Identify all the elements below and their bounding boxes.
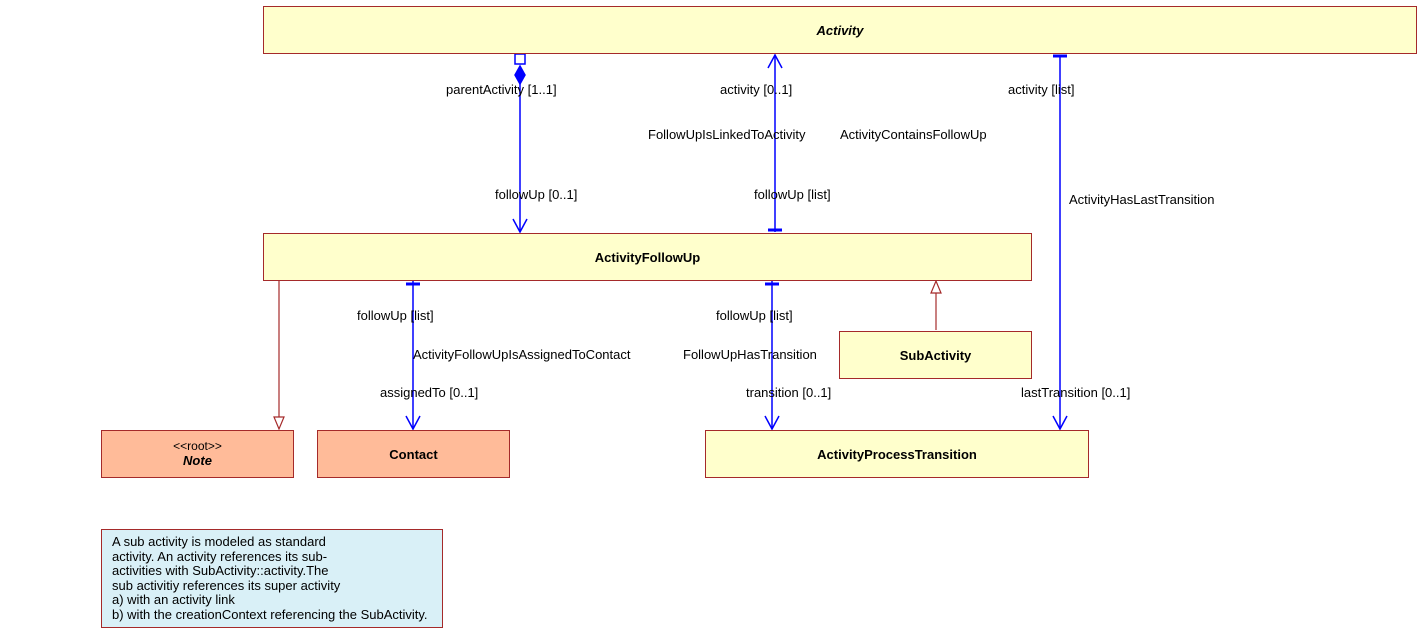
association-has-transition [764,281,780,431]
class-sub-activity[interactable]: SubActivity [839,331,1032,379]
generalization-subactivity-followup [930,279,942,330]
role-parent-activity: parentActivity [1..1] [446,82,557,97]
comment-line: a) with an activity link [112,592,235,607]
class-note-stereotype: <<root>> [173,439,222,453]
class-activity-follow-up-name: ActivityFollowUp [594,249,701,265]
comment-line: sub activitiy references its super activ… [112,577,341,593]
association-last-transition [1052,54,1068,431]
class-sub-activity-name: SubActivity [899,347,972,363]
assoc-name-assigned-to-contact: ActivityFollowUpIsAssignedToContact [413,347,631,362]
class-note-name: Note [183,453,212,468]
comment-line: A sub activity is modeled as standard [112,534,326,549]
class-note[interactable]: <<root>> Note [101,430,294,478]
role-follow-up-linked: followUp [list] [754,187,831,202]
class-contact[interactable]: Contact [317,430,510,478]
class-activity[interactable]: Activity [263,6,1417,54]
class-activity-follow-up[interactable]: ActivityFollowUp [263,233,1032,281]
generalization-followup-note [273,281,285,431]
comment-line: activity. An activity references its sub… [112,548,328,564]
association-parent-activity [512,53,528,234]
assoc-name-activity-has-last-transition: ActivityHasLastTransition [1069,192,1215,207]
class-activity-process-transition[interactable]: ActivityProcessTransition [705,430,1089,478]
role-last-transition: lastTransition [0..1] [1021,385,1131,400]
class-activity-name: Activity [816,22,864,38]
comment-note: A sub activity is modeled as standard ac… [101,529,443,628]
class-contact-name: Contact [389,446,438,462]
role-follow-up-parent: followUp [0..1] [495,187,578,202]
assoc-name-follow-up-is-linked-to-activity: FollowUpIsLinkedToActivity [648,127,806,142]
comment-line: activities with SubActivity::activity.Th… [112,563,329,578]
comment-line: b) with the creationContext referencing … [112,606,428,622]
association-linked-to-activity [767,53,783,232]
association-assigned-to-contact [405,281,421,431]
role-follow-up-assigned: followUp [list] [357,308,434,323]
role-activity-linked: activity [0..1] [720,82,793,97]
assoc-name-follow-up-has-transition: FollowUpHasTransition [683,347,817,362]
role-transition: transition [0..1] [746,385,832,400]
class-activity-process-transition-name: ActivityProcessTransition [817,446,977,462]
role-activity-last-transition: activity [list] [1008,82,1075,97]
assoc-name-activity-contains-follow-up: ActivityContainsFollowUp [840,127,987,142]
role-assigned-to: assignedTo [0..1] [380,385,479,400]
role-follow-up-transition: followUp [list] [716,308,793,323]
